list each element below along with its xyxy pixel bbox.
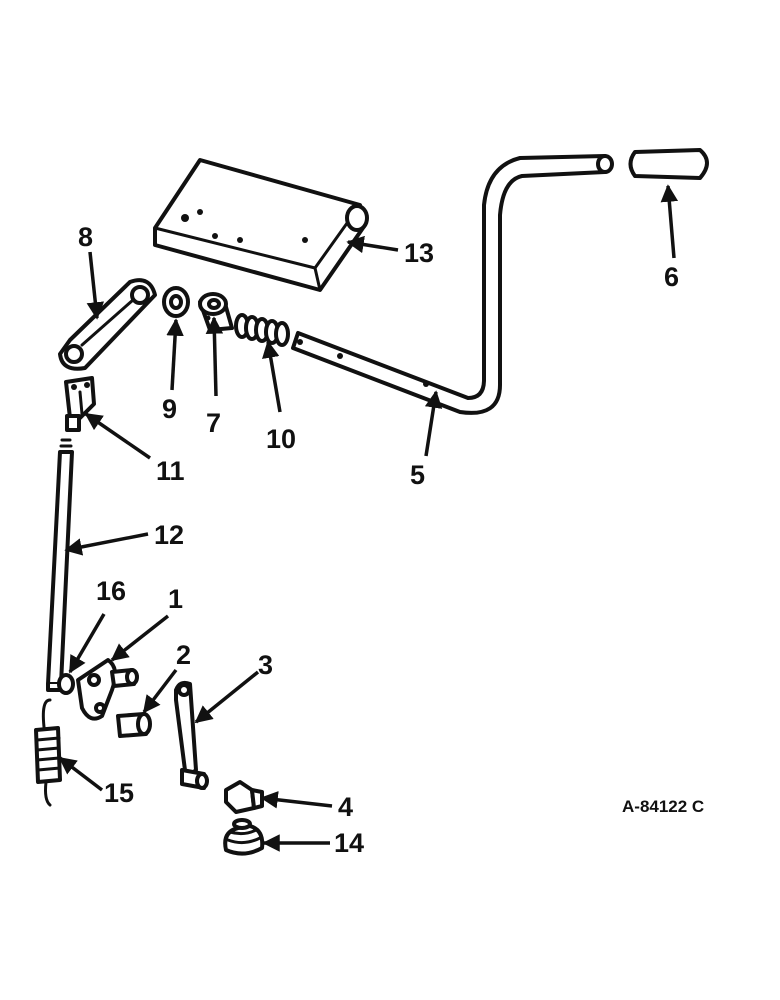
callout-14: 14	[334, 828, 364, 858]
leader-12	[64, 532, 149, 556]
callout-6: 6	[664, 262, 679, 292]
callout-labels: 8 9 7 10 5 6 13 11 12 16 1 2 3 4 14 15	[78, 222, 679, 858]
leader-15	[58, 756, 104, 792]
stud	[116, 712, 152, 738]
callout-5: 5	[410, 460, 425, 490]
callout-11: 11	[156, 456, 185, 486]
callout-16: 16	[96, 576, 126, 606]
callout-15: 15	[104, 778, 134, 808]
callout-2: 2	[176, 640, 191, 670]
callout-1: 1	[168, 584, 183, 614]
leader-5	[424, 390, 443, 457]
small-washer	[57, 673, 75, 695]
rod	[46, 438, 74, 692]
washer	[162, 286, 190, 318]
callout-4: 4	[338, 792, 353, 822]
callout-3: 3	[258, 650, 273, 680]
leader-2	[142, 668, 178, 714]
leader-6	[660, 184, 679, 259]
leader-7	[205, 316, 224, 397]
tension-spring	[34, 698, 62, 807]
callout-13: 13	[404, 238, 434, 268]
callout-8: 8	[78, 222, 93, 252]
leader-11	[84, 412, 151, 460]
clevis	[64, 376, 96, 432]
bracket-plate	[153, 158, 369, 292]
collar	[198, 292, 234, 332]
leader-8	[86, 251, 105, 320]
reference-code: A-84122 C	[622, 797, 704, 816]
knob	[223, 818, 265, 856]
bellcrank	[76, 658, 139, 721]
leader-13	[346, 235, 399, 254]
lever-arm	[174, 680, 209, 790]
control-lever	[291, 154, 614, 415]
leader-16	[68, 613, 106, 674]
callout-12: 12	[154, 520, 184, 550]
callout-9: 9	[162, 394, 177, 424]
leader-10	[262, 340, 282, 413]
leader-3	[194, 670, 260, 724]
elbow-fitting	[224, 780, 264, 814]
callout-10: 10	[266, 424, 296, 454]
leader-1	[110, 614, 170, 662]
leader-lines	[58, 184, 679, 852]
leader-9	[166, 318, 184, 391]
link-arm	[58, 278, 157, 371]
handle-grip	[628, 148, 709, 180]
compression-spring	[234, 313, 290, 347]
leader-4	[260, 791, 333, 809]
callout-7: 7	[206, 408, 221, 438]
